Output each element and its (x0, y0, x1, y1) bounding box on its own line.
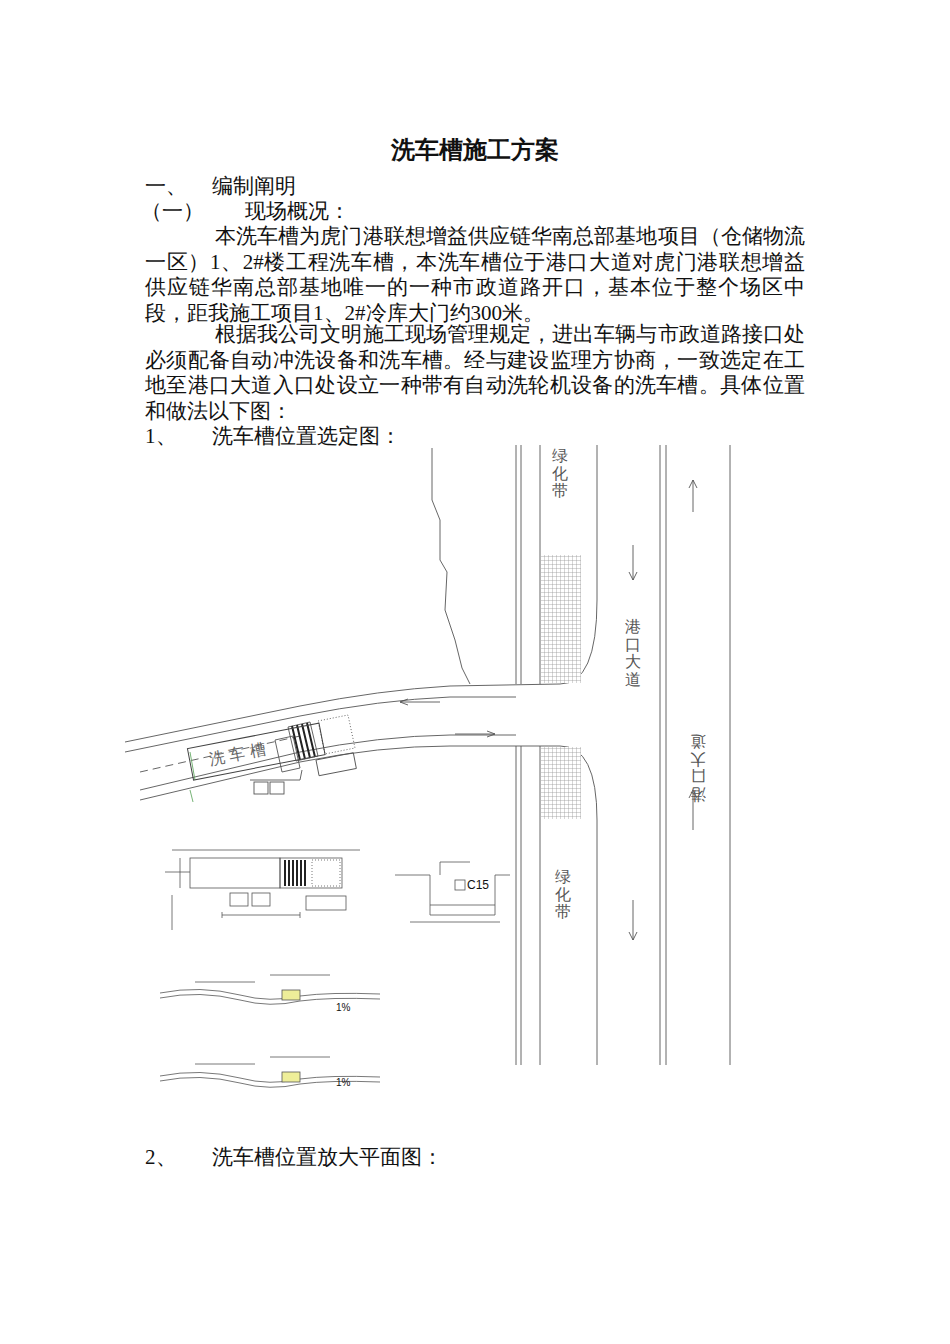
slope-note: 1% (336, 1002, 350, 1013)
subsection-heading: 现场概况： (245, 199, 350, 224)
map-label: 绿化带 (555, 868, 571, 921)
body-paragraph: 本洗车槽为虎门港联想增益供应链华南总部基地项目（仓储物流一区）1、2#楼工程洗车… (145, 224, 805, 326)
figure-number: 2、 (145, 1145, 177, 1170)
subsection-number: （一） (141, 199, 204, 224)
map-label: 绿化带 (552, 447, 568, 500)
figure-number: 1、 (145, 424, 177, 449)
road-name: 港口大道 (625, 618, 641, 688)
page-title: 洗车槽施工方案 (0, 134, 950, 166)
section-number: 一、 (145, 174, 187, 199)
slope-note: 1% (336, 1077, 350, 1088)
section-heading: 编制阐明 (212, 174, 296, 199)
road-name: 港口大道 (690, 733, 706, 803)
slab-label: 洗 车 槽 (207, 732, 306, 771)
figure-caption: 洗车槽位置放大平面图： (212, 1145, 443, 1170)
concrete-grade: C15 (467, 878, 489, 892)
body-paragraph: 根据我公司文明施工现场管理规定，进出车辆与市政道路接口处必须配备自动冲洗设备和洗… (145, 322, 805, 424)
figure-caption: 洗车槽位置选定图： (212, 424, 401, 449)
